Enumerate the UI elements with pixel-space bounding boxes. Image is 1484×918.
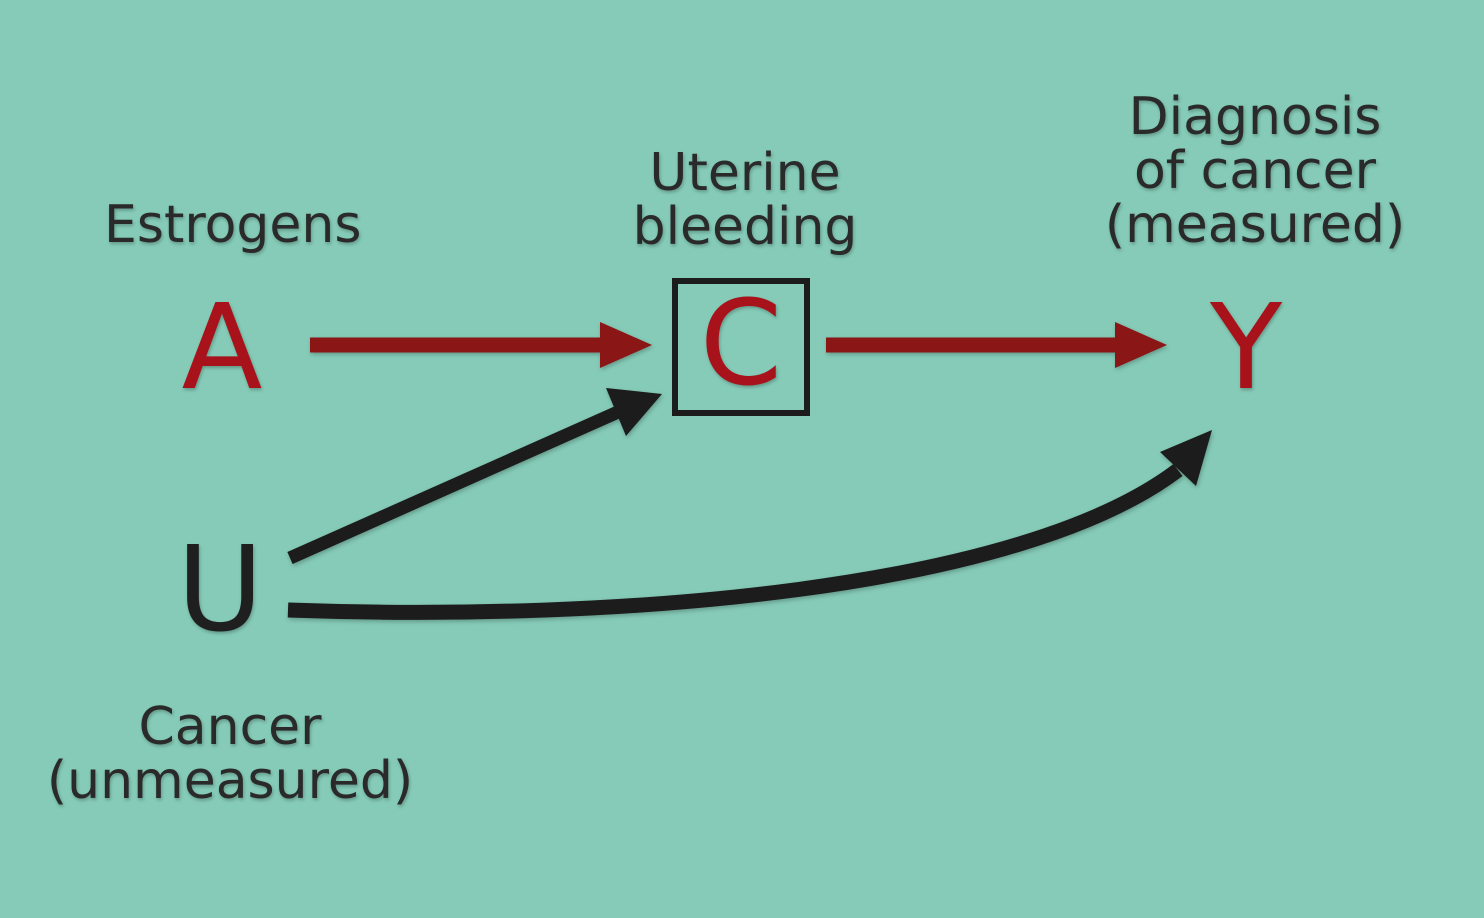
edge-a-to-c: [310, 322, 652, 368]
node-c: C: [699, 274, 783, 412]
cancer-label: Cancer (unmeasured): [40, 700, 420, 808]
diagnosis-label-line-3: (measured): [1104, 195, 1406, 255]
estrogens-label: Estrogens: [104, 195, 362, 255]
edge-u-to-y: [287, 430, 1212, 620]
diagnosis-label-line-2: of cancer: [1133, 141, 1377, 201]
node-y: Y: [1209, 278, 1283, 416]
uterine-bleeding-label: Uterine bleeding: [615, 146, 875, 254]
cancer-label-line-2: (unmeasured): [46, 751, 414, 811]
uterine-bleeding-label-line-1: Uterine: [649, 143, 841, 203]
node-c-box: [672, 278, 810, 416]
uterine-bleeding-label-line-2: bleeding: [632, 197, 858, 257]
diagnosis-label-line-1: Diagnosis: [1128, 87, 1382, 147]
edge-c-to-y: [826, 322, 1167, 368]
edge-u-to-c: [287, 388, 662, 564]
node-a: A: [181, 278, 263, 416]
cancer-label-line-1: Cancer: [138, 697, 322, 757]
node-u: U: [176, 520, 264, 658]
diagnosis-label: Diagnosis of cancer (measured): [1100, 90, 1410, 252]
